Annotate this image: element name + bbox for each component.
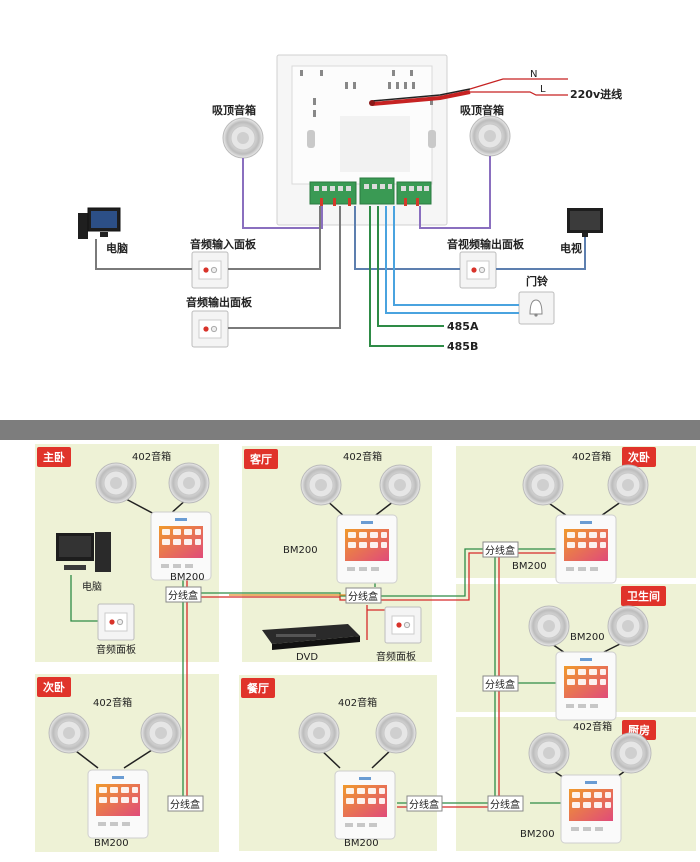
tv-label: 电视: [560, 241, 582, 255]
av-output-panel: 音视频输出面板: [447, 237, 525, 289]
rs485a-label: 485A: [447, 320, 479, 333]
audio-input-panel-label: 音频输入面板: [190, 237, 257, 251]
speaker-label-dining: 402音箱: [338, 696, 377, 709]
speaker-label-kitchen: 402音箱: [573, 720, 612, 733]
living-audio-panel-label: 音频面板: [376, 650, 416, 663]
section-divider: [0, 420, 700, 440]
audio-input-panel: 音频输入面板: [190, 237, 257, 289]
device-label-bathroom: BM200: [570, 632, 605, 643]
junction-box-7: 分线盒: [490, 798, 520, 811]
audio-output-panel: 音频输出面板: [186, 295, 253, 348]
junction-box-5: 分线盒: [170, 798, 200, 811]
device-label-master: BM200: [170, 572, 205, 583]
power-input-label: 220v进线: [570, 87, 622, 101]
computer-label: 电脑: [106, 241, 128, 255]
controller-unit: [276, 54, 471, 226]
top-wiring-diagram: N L 220v进线 吸顶音箱 吸顶音箱 电脑 电视: [78, 54, 622, 353]
device-label-second-bedroom-1: BM200: [512, 561, 547, 572]
speaker-label-master: 402音箱: [132, 450, 171, 463]
line-n-label: N: [530, 69, 537, 80]
dvd-player-icon: DVD: [262, 624, 360, 663]
doorbell-label: 门铃: [526, 274, 548, 288]
rs485b-label: 485B: [447, 340, 478, 353]
ceiling-speaker-right-label: 吸顶音箱: [460, 103, 504, 117]
junction-box-4: 分线盒: [485, 678, 515, 691]
speaker-label-second-bedroom-1: 402音箱: [572, 450, 611, 463]
device-label-dining: BM200: [344, 838, 379, 849]
speaker-label-second-bedroom-2: 402音箱: [93, 696, 132, 709]
room-tag-second-bedroom-2: 次卧: [43, 680, 65, 694]
tv-icon: 电视: [560, 208, 603, 255]
junction-box-1: 分线盒: [168, 589, 198, 602]
ceiling-speaker-left: 吸顶音箱: [212, 103, 264, 159]
room-tag-dining: 餐厅: [246, 681, 269, 695]
device-label-second-bedroom-2: BM200: [94, 838, 129, 849]
junction-box-6: 分线盒: [409, 798, 439, 811]
device-label-living: BM200: [283, 545, 318, 556]
audio-output-panel-label: 音频输出面板: [186, 295, 253, 309]
junction-boxes: 分线盒 分线盒 分线盒 分线盒 分线盒 分线盒 分线盒: [165, 541, 524, 812]
room-tag-bathroom: 卫生间: [627, 589, 660, 603]
master-audio-panel: 音频面板: [96, 603, 136, 656]
signal-wires: [95, 156, 586, 347]
computer-icon: 电脑: [78, 207, 128, 255]
line-l-label: L: [540, 84, 546, 95]
power-lines: N L 220v进线: [469, 69, 622, 101]
master-computer-label: 电脑: [82, 580, 102, 593]
junction-box-3: 分线盒: [485, 544, 515, 557]
master-audio-panel-label: 音频面板: [96, 643, 136, 656]
room-tag-master: 主卧: [43, 450, 65, 464]
ceiling-speaker-left-label: 吸顶音箱: [212, 103, 256, 117]
room-tag-second-bedroom-1: 次卧: [628, 450, 650, 464]
speaker-label-living: 402音箱: [343, 450, 382, 463]
doorbell-icon: 门铃: [518, 274, 555, 325]
living-audio-panel: 音频面板: [376, 606, 422, 663]
dvd-label: DVD: [296, 652, 318, 663]
device-label-kitchen: BM200: [520, 829, 555, 840]
av-output-panel-label: 音视频输出面板: [447, 237, 525, 251]
room-tag-living: 客厅: [249, 452, 272, 466]
room-layout: 主卧 客厅 次卧 卫生间 次卧 餐厅 厨房: [35, 444, 696, 852]
ceiling-speaker-right: 吸顶音箱: [460, 103, 511, 157]
junction-box-2: 分线盒: [348, 590, 378, 603]
master-computer-icon: 电脑: [56, 532, 111, 593]
